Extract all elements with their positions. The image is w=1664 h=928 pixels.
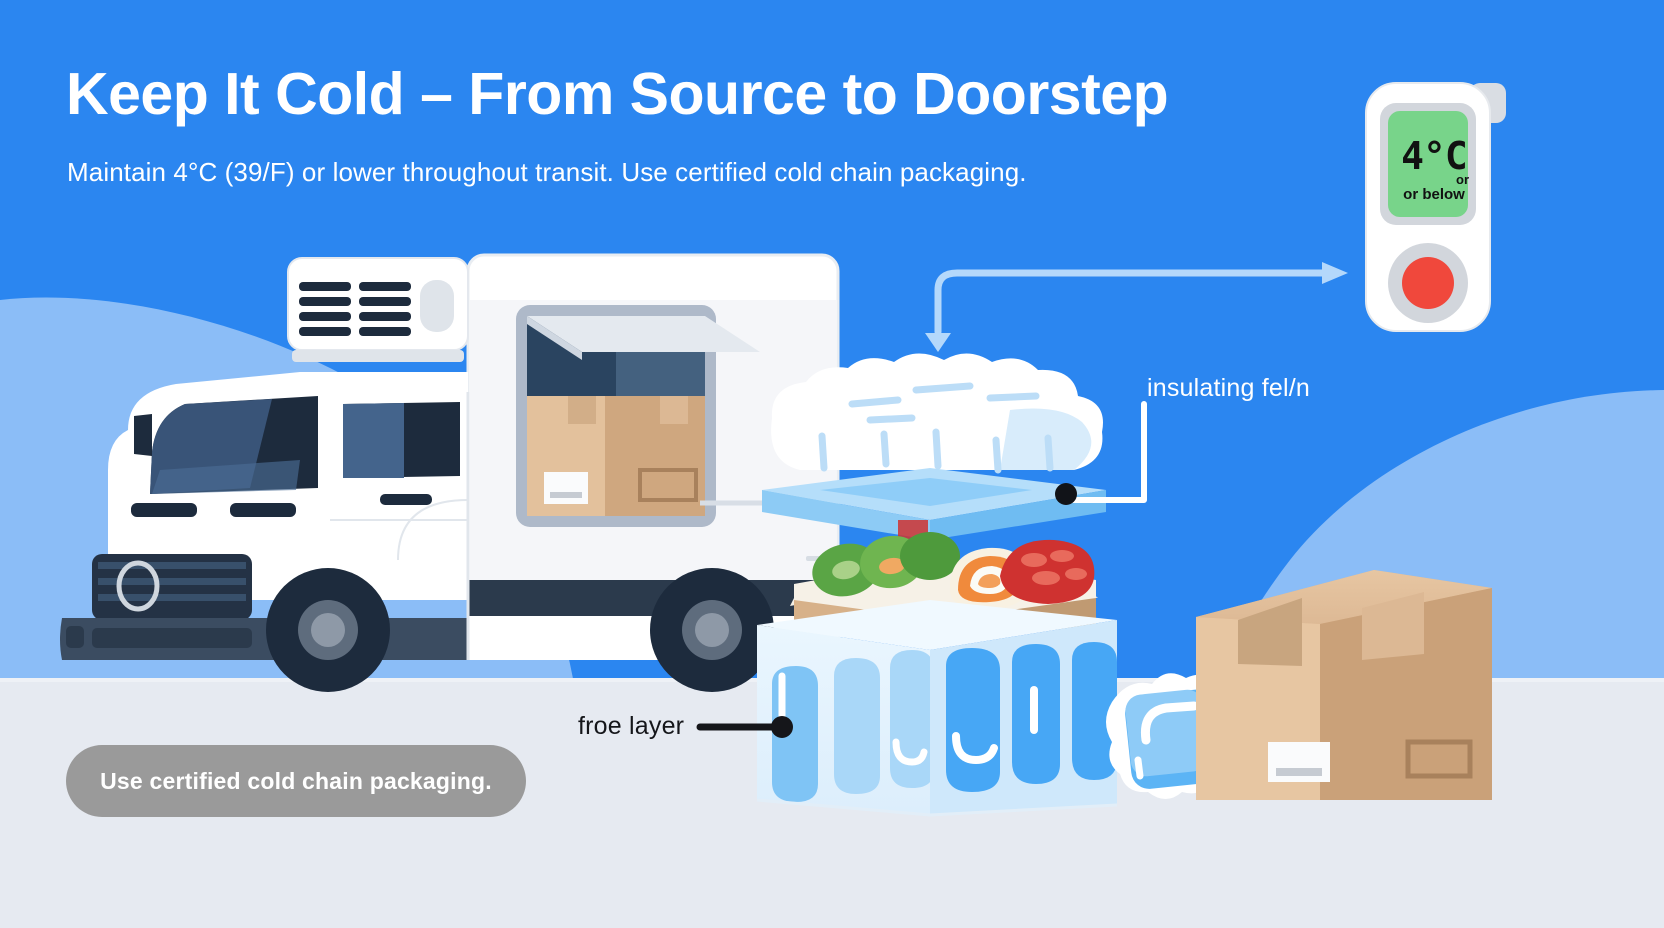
thermometer-note: or below — [1403, 186, 1465, 203]
box-stamp — [1405, 739, 1473, 779]
box-flap-right — [1362, 592, 1424, 660]
leader-dot — [771, 716, 793, 738]
leader-dot — [1055, 483, 1077, 505]
cooler-top — [757, 600, 1117, 650]
arrowhead-right — [1322, 262, 1348, 284]
thermometer-note-top: or — [1456, 172, 1469, 187]
chassis-band — [468, 580, 838, 616]
thermometer-reading: 4°C — [1401, 134, 1468, 178]
flow-connector-arrow — [925, 262, 1348, 352]
packaging-banner-text: Use certified cold chain packaging. — [100, 767, 492, 794]
brand-emblem — [116, 560, 160, 612]
refrigerated-delivery-truck — [60, 253, 840, 692]
gel-packs-front — [772, 650, 930, 802]
callout-label-insulating: insulating fel/n — [1147, 374, 1311, 402]
front-grille — [92, 554, 252, 620]
rear-wheel — [650, 568, 774, 692]
status-button — [1402, 257, 1454, 309]
cargo-cardboard-box — [527, 396, 705, 516]
reefer-condenser-unit — [287, 257, 469, 362]
open-door-panel — [527, 316, 760, 352]
page-title: Keep It Cold – From Source to Doorstep — [66, 61, 1169, 127]
display-screen — [1388, 111, 1468, 217]
callout-label-froe-layer: froe layer — [578, 712, 685, 740]
gel-packs-side — [946, 642, 1117, 792]
digital-thermometer[interactable] — [1365, 82, 1506, 332]
ice-streaks — [818, 382, 1054, 474]
food-greens — [812, 532, 960, 597]
lid-front — [762, 490, 930, 540]
gel-pack-cooler-box — [756, 600, 1118, 817]
ice-insulation-layer — [762, 353, 1106, 540]
food-meat — [1000, 539, 1095, 604]
cargo-door-opening — [516, 305, 760, 527]
callout-leader-insulating — [1055, 401, 1147, 505]
door-handle — [380, 494, 432, 505]
callout-leader-froe — [696, 716, 793, 738]
shipping-label — [544, 472, 588, 504]
arrowhead-down — [925, 333, 951, 352]
packaging-banner: Use certified cold chain packaging. — [66, 745, 526, 817]
page-subtitle: Maintain 4°C (39/F) or lower throughout … — [67, 157, 1027, 187]
cardboard-shipping-box — [1196, 570, 1492, 800]
box-flap-left — [1238, 598, 1302, 666]
side-mirror — [134, 414, 152, 456]
front-wheel — [266, 568, 390, 692]
